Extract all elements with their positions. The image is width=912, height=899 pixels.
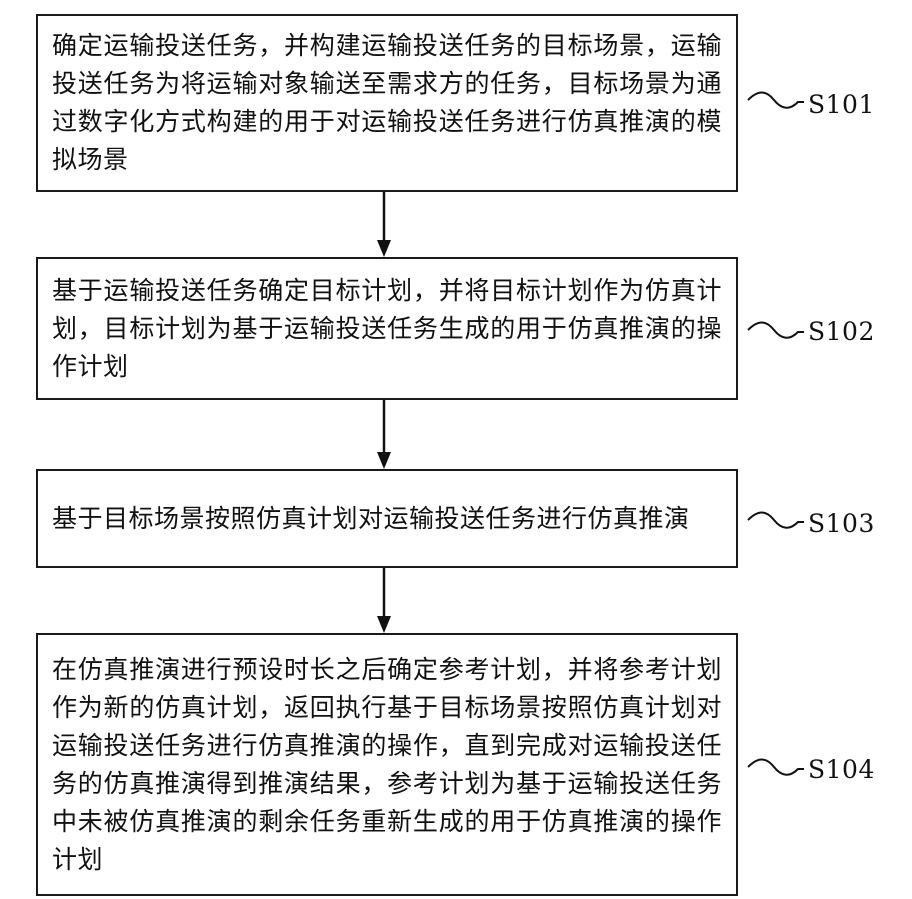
flow-arrow-2: [377, 400, 391, 469]
leader-line-s101: [748, 93, 804, 108]
leader-line-s102: [748, 323, 804, 338]
step-text-s101: 确定运输投送任务，并构建运输投送任务的目标场景，运输投送任务为将运输对象输送至需…: [52, 27, 722, 179]
step-box-s104: 在仿真推演进行预设时长之后确定参考计划，并将参考计划作为新的仿真计划，返回执行基…: [36, 633, 738, 896]
flow-arrow-3: [377, 568, 391, 633]
step-label-s103: S103: [808, 509, 875, 539]
flow-arrow-1: [377, 192, 391, 257]
step-label-s101: S101: [808, 90, 875, 120]
step-label-s104: S104: [808, 755, 875, 785]
step-text-s104: 在仿真推演进行预设时长之后确定参考计划，并将参考计划作为新的仿真计划，返回执行基…: [52, 651, 722, 879]
step-box-s101: 确定运输投送任务，并构建运输投送任务的目标场景，运输投送任务为将运输对象输送至需…: [36, 14, 738, 192]
leader-line-s104: [748, 760, 804, 775]
step-label-s102: S102: [808, 317, 875, 347]
step-box-s102: 基于运输投送任务确定目标计划，并将目标计划作为仿真计划，目标计划为基于运输投送任…: [36, 257, 738, 400]
leader-line-s103: [748, 513, 804, 528]
step-box-s103: 基于目标场景按照仿真计划对运输投送任务进行仿真推演: [36, 469, 738, 568]
step-text-s103: 基于目标场景按照仿真计划对运输投送任务进行仿真推演: [52, 500, 722, 538]
step-text-s102: 基于运输投送任务确定目标计划，并将目标计划作为仿真计划，目标计划为基于运输投送任…: [52, 272, 722, 386]
